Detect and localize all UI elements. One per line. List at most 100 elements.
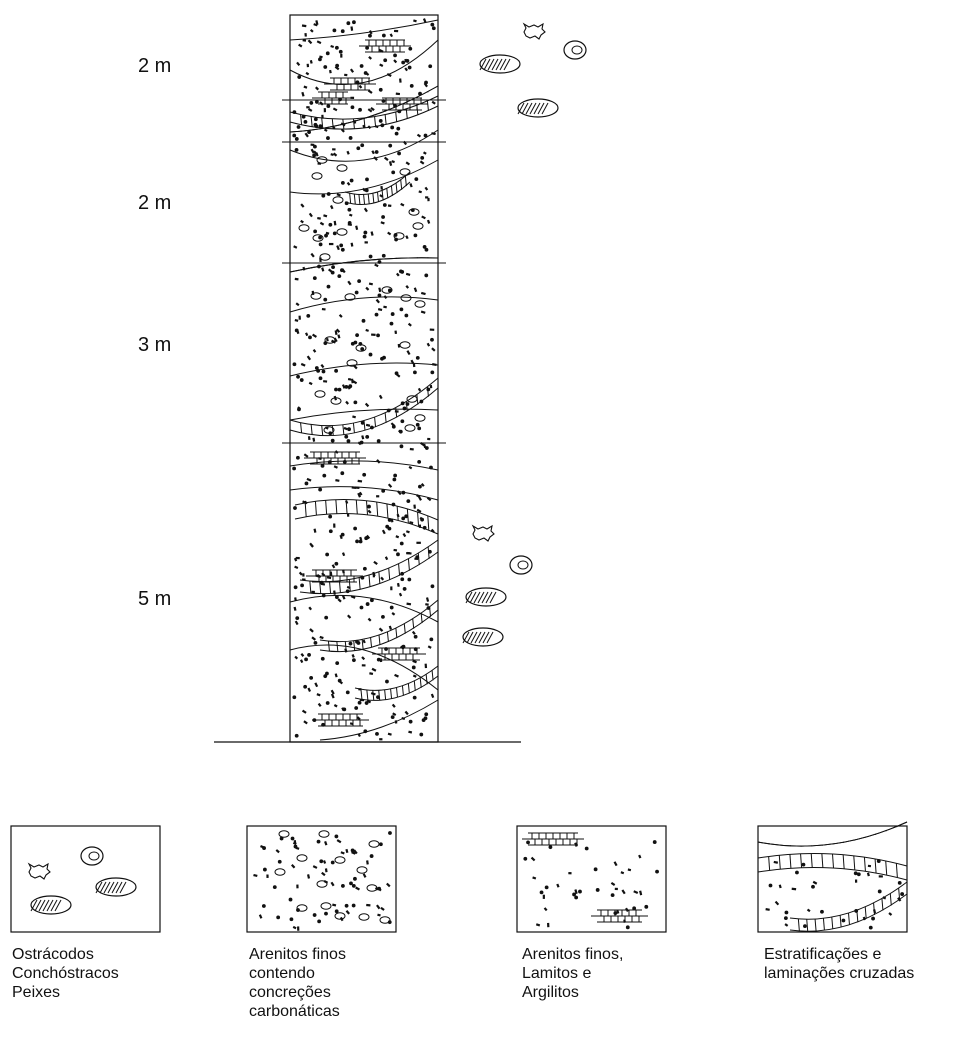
sand-grain <box>296 884 298 888</box>
sand-grain <box>323 674 327 678</box>
sand-grain <box>394 674 399 678</box>
sand-grain <box>644 905 648 909</box>
sand-grain <box>374 264 378 268</box>
sand-grain <box>356 146 360 150</box>
sand-grain <box>307 64 309 68</box>
sand-grain <box>305 332 308 336</box>
sand-grain <box>297 125 301 129</box>
sand-grain <box>368 510 372 514</box>
sand-grain <box>324 616 328 620</box>
sand-grain <box>399 593 402 597</box>
cross-lamina-tick <box>402 686 403 696</box>
sand-grain <box>313 276 317 280</box>
sand-grain <box>355 291 359 295</box>
sand-grain <box>310 143 314 146</box>
sand-grain <box>417 134 421 138</box>
sand-grain <box>302 24 307 27</box>
sand-grain <box>408 66 412 70</box>
cross-lamina-tick <box>375 417 376 427</box>
sand-grain <box>404 314 408 318</box>
sand-grain <box>295 621 299 626</box>
legend-label-fossils: Ostrácodos Conchóstracos Peixes <box>12 945 119 1002</box>
cross-lamina-tick <box>373 193 374 203</box>
sand-grain <box>352 20 356 24</box>
sand-grain <box>375 150 379 154</box>
sand-grain <box>278 860 282 864</box>
sand-grain <box>308 436 311 440</box>
sand-grain <box>305 482 309 486</box>
sand-grain <box>291 864 295 868</box>
sand-grain <box>379 119 383 123</box>
sand-grain <box>319 376 323 380</box>
sand-grain <box>400 577 404 581</box>
sand-grain <box>350 68 354 72</box>
sand-grain <box>323 214 327 217</box>
sand-grain <box>303 720 308 724</box>
sand-grain <box>413 19 417 22</box>
sand-grain <box>325 868 328 872</box>
sand-grain <box>357 279 361 283</box>
sand-grain <box>811 885 815 889</box>
sand-grain <box>396 273 400 277</box>
cross-lamina-tick <box>305 503 306 517</box>
sand-grain <box>391 170 395 174</box>
sand-grain <box>813 881 818 885</box>
concretion <box>297 855 307 862</box>
sand-grain <box>341 248 345 252</box>
sand-grain <box>309 101 313 105</box>
sand-grain <box>347 281 351 286</box>
sand-grain <box>407 578 411 582</box>
sand-grain <box>299 572 303 576</box>
concretion <box>315 391 325 398</box>
sand-grain <box>420 160 425 164</box>
sand-grain <box>390 33 393 37</box>
concretion <box>337 165 347 172</box>
sand-grain <box>382 530 386 535</box>
sand-grain <box>888 912 892 916</box>
sand-grain <box>304 33 307 37</box>
sand-grain <box>638 855 641 859</box>
sand-grain <box>410 84 414 88</box>
sand-grain <box>347 182 351 186</box>
cross-lamina-tick <box>379 572 380 584</box>
sand-grain <box>423 245 427 249</box>
sand-grain <box>406 603 411 606</box>
sand-grain <box>300 583 304 587</box>
sand-grain <box>784 916 788 920</box>
sand-grain <box>313 349 317 353</box>
sand-grain <box>547 923 549 927</box>
sand-grain <box>344 427 348 430</box>
sand-grain <box>421 311 426 314</box>
cross-lamina-tick <box>420 678 421 688</box>
concretion <box>320 254 330 261</box>
sand-grain <box>315 100 319 104</box>
cross-lamina-tick <box>854 856 855 870</box>
cross-lamina-tick <box>343 425 344 435</box>
sand-grain <box>795 871 799 875</box>
sand-grain <box>400 419 404 423</box>
sand-grain <box>430 370 434 374</box>
sand-grain <box>352 654 355 658</box>
cross-lamina-tick <box>769 856 770 870</box>
sand-grain <box>347 427 351 431</box>
sand-grain <box>340 54 342 58</box>
sand-grain <box>318 488 322 492</box>
cross-lamina-tick <box>301 423 302 433</box>
sand-grain <box>311 636 316 640</box>
cross-lamina-tick <box>336 500 337 514</box>
sand-grain <box>429 638 433 642</box>
sand-grain <box>318 57 322 61</box>
cross-lamina-tick <box>811 854 812 868</box>
concretion <box>337 229 347 236</box>
sand-grain <box>352 415 356 418</box>
sand-grain <box>360 606 364 610</box>
sand-grain <box>365 241 368 243</box>
sand-grain <box>305 72 309 76</box>
sand-grain <box>334 465 338 469</box>
legend-box <box>758 826 907 932</box>
sand-grain <box>333 231 337 235</box>
sand-grain <box>536 923 540 926</box>
sand-grain <box>368 618 372 622</box>
sand-grain <box>350 179 354 183</box>
sand-grain <box>371 150 375 154</box>
